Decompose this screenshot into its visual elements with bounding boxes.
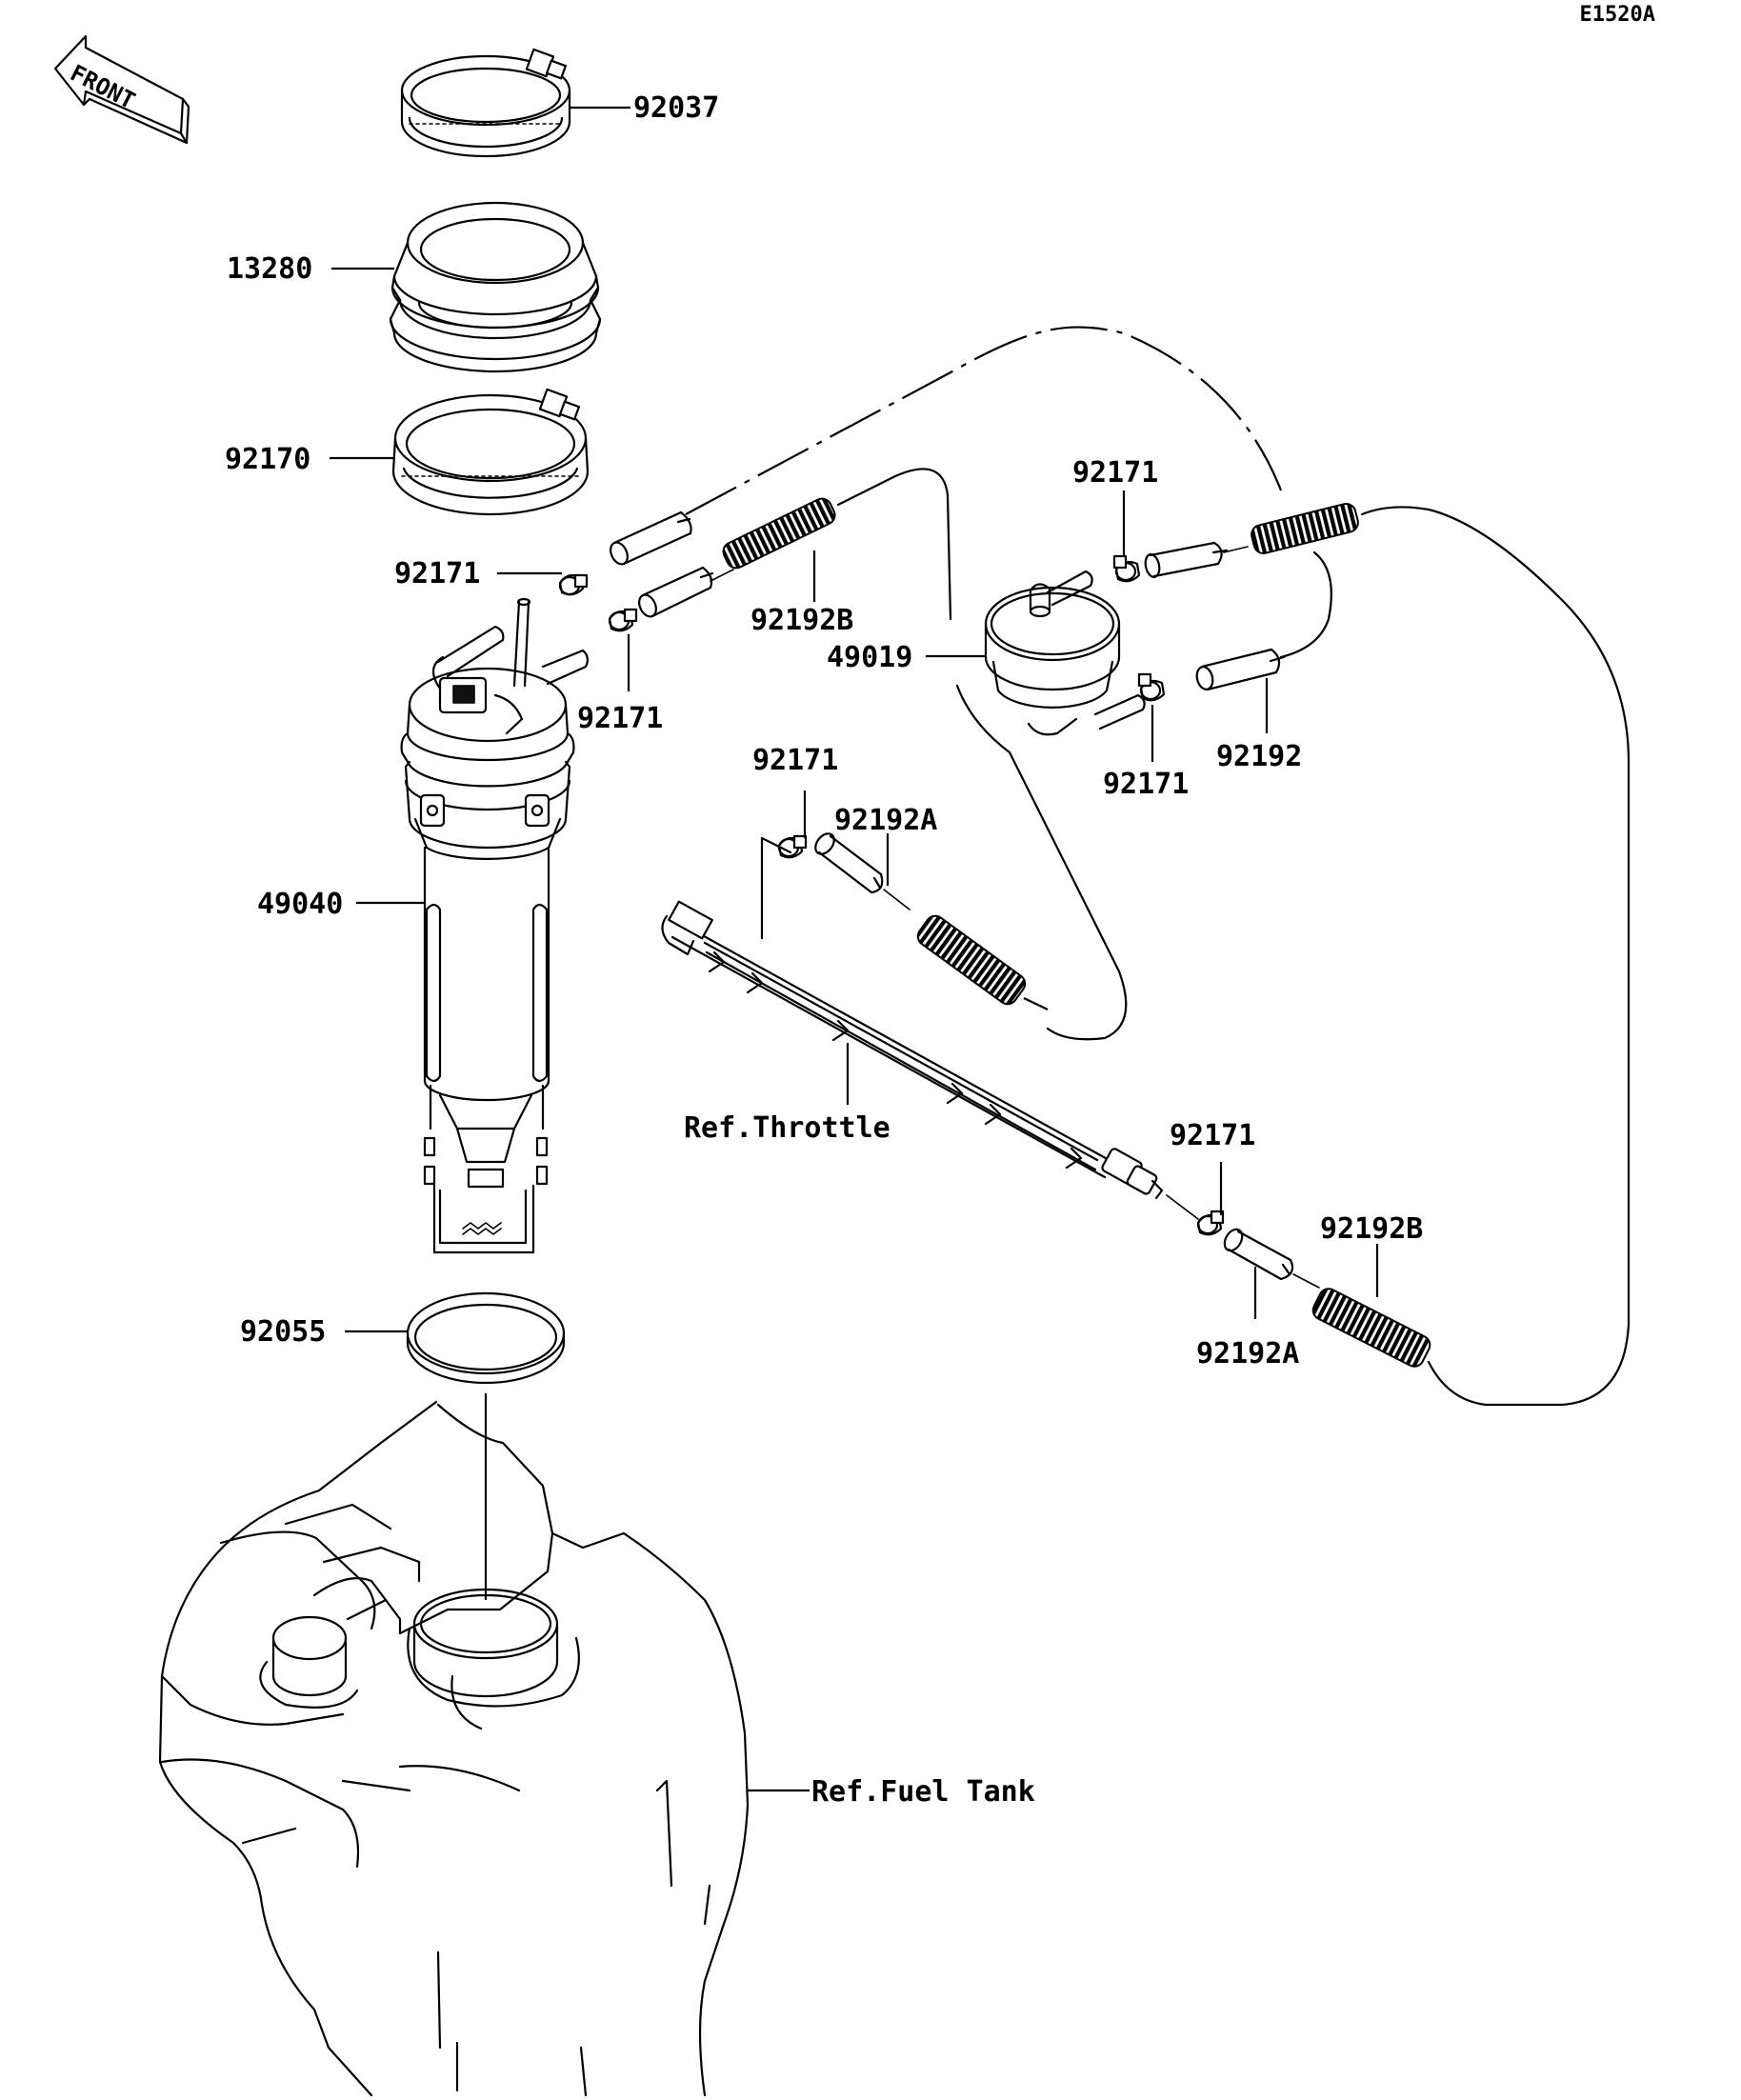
ref-fuel-tank-label: Ref.Fuel Tank xyxy=(811,1775,1035,1809)
callout-92171-rail: 92171 xyxy=(752,744,838,777)
callout-92192b-lower: 92192B xyxy=(1320,1212,1423,1246)
clip-left xyxy=(558,573,589,596)
front-arrow-icon: FRONT xyxy=(53,34,190,145)
callout-92055: 92055 xyxy=(240,1315,326,1349)
clip-filter-top xyxy=(1112,554,1141,583)
callout-92192: 92192 xyxy=(1216,740,1302,773)
hose-clamp-top xyxy=(400,48,571,158)
callout-92171-center: 92171 xyxy=(577,702,663,735)
hose-line-to-filter xyxy=(836,468,952,621)
callout-92171-filter-top: 92171 xyxy=(1072,456,1158,490)
diagram-code: E1520A xyxy=(1580,3,1655,27)
hose-clamp-large xyxy=(391,388,590,516)
hose-92192a-lower xyxy=(1223,1228,1294,1281)
callout-92192a-lower: 92192A xyxy=(1196,1337,1299,1370)
callout-13280: 13280 xyxy=(227,252,312,286)
fuel-filter xyxy=(984,570,1146,736)
short-hose-upper xyxy=(610,510,692,566)
callout-49040: 49040 xyxy=(257,888,343,921)
ref-throttle-label: Ref.Throttle xyxy=(684,1111,891,1145)
callout-49019: 49019 xyxy=(827,641,912,674)
callout-92037: 92037 xyxy=(633,91,719,125)
hose-line-right xyxy=(1279,550,1332,659)
o-ring xyxy=(406,1291,566,1385)
filter-outlet-line xyxy=(955,684,1128,1041)
return-hose-loop xyxy=(1360,506,1631,1407)
callout-92192b-top: 92192B xyxy=(750,604,853,637)
coil-hose-filter-right xyxy=(1251,503,1359,554)
callout-92170: 92170 xyxy=(225,443,310,476)
hose-92192 xyxy=(1195,648,1286,691)
return-line-top xyxy=(685,326,1283,515)
coil-hose-lower-right xyxy=(1311,1288,1431,1368)
coil-hose-rail-top xyxy=(916,914,1027,1006)
fuel-pump-assembly xyxy=(400,597,590,1254)
rail-bracket-line xyxy=(760,836,792,940)
clip-rail xyxy=(777,834,808,859)
short-hose-middle xyxy=(638,566,714,618)
clip-center xyxy=(608,608,638,632)
fuel-tank xyxy=(158,1400,750,2097)
clip-filter-bottom xyxy=(1137,672,1166,702)
callout-92192a-top: 92192A xyxy=(834,804,937,837)
callout-92171-lower-right: 92171 xyxy=(1170,1119,1255,1152)
hose-92192a-top xyxy=(814,832,884,894)
callout-92171-left: 92171 xyxy=(394,557,480,590)
coil-hose-92192b-top xyxy=(722,497,836,570)
clip-lower-right xyxy=(1196,1210,1225,1236)
callout-92171-filter-bottom: 92171 xyxy=(1103,768,1189,801)
fuel-pump-seal xyxy=(389,201,602,373)
short-hose-filter xyxy=(1144,541,1229,578)
throttle-fuel-rail xyxy=(661,900,1164,1200)
